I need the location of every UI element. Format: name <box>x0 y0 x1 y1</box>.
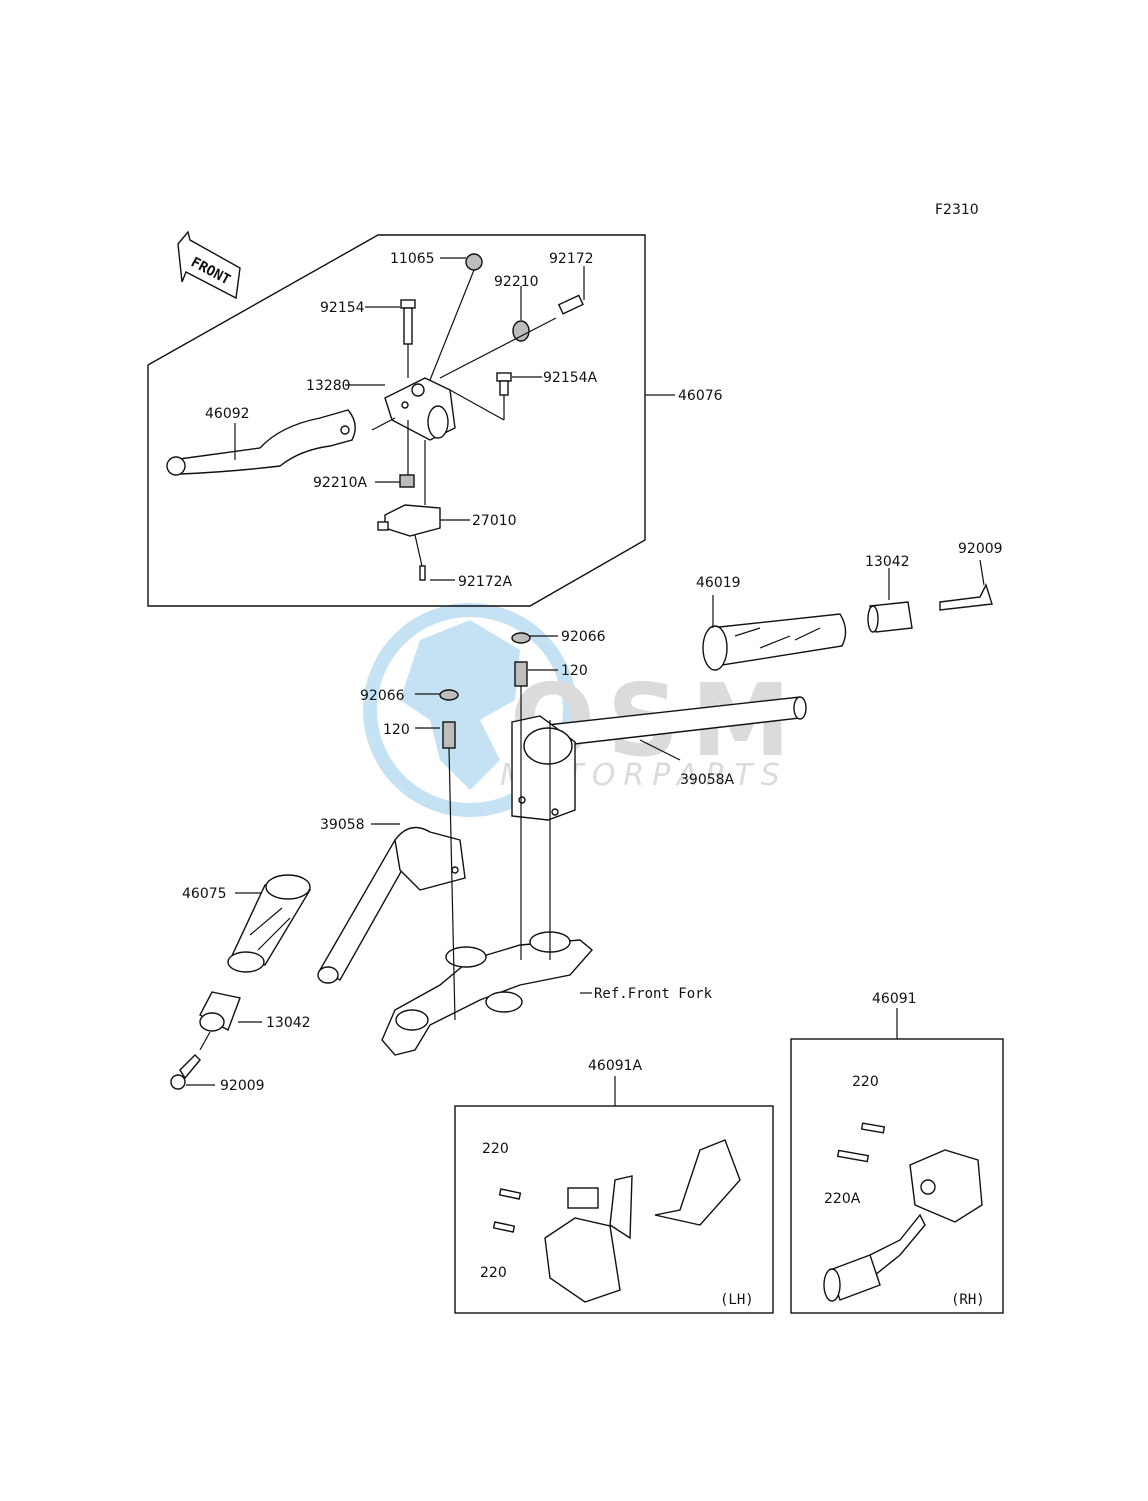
label-46075: 46075 <box>182 886 227 902</box>
bar-end-screw-left <box>170 1054 201 1090</box>
label-27010: 27010 <box>472 513 517 529</box>
washer-92066-b <box>439 689 459 701</box>
screw-92172A <box>419 565 426 581</box>
label-92154A: 92154A <box>543 370 598 386</box>
label-120-a: 120 <box>561 663 588 679</box>
label-rh-220A: 220A <box>824 1191 861 1207</box>
label-lh: (LH) <box>720 1292 754 1308</box>
label-92154: 92154 <box>320 300 365 316</box>
part-labels: 11065 92172 92210 92154 13280 92154A 460… <box>182 251 1003 1308</box>
left-handlebar <box>317 826 466 984</box>
label-92009-right: 92009 <box>958 541 1003 557</box>
right-grip <box>702 613 847 671</box>
left-grip <box>227 874 312 973</box>
label-46092: 46092 <box>205 406 250 422</box>
bolt-120-b <box>442 721 456 749</box>
front-arrow-icon: FRONT <box>177 230 241 300</box>
clamp-leader-lines <box>371 559 985 1021</box>
nut-92210A <box>399 474 415 488</box>
label-120-b: 120 <box>383 722 410 738</box>
label-46019: 46019 <box>696 575 741 591</box>
rh-switch-housing <box>823 1122 983 1302</box>
label-rh-220: 220 <box>852 1074 879 1090</box>
label-46076: 46076 <box>678 388 723 404</box>
screw-92172 <box>557 294 584 315</box>
label-92210A: 92210A <box>313 475 368 491</box>
cap-11065 <box>465 253 483 271</box>
clutch-lever <box>166 409 356 476</box>
left-grip-leader-lines <box>186 892 262 1086</box>
switch-27010 <box>377 504 441 537</box>
label-ref-front-fork: Ref.Front Fork <box>594 986 713 1002</box>
label-39058A: 39058A <box>680 772 735 788</box>
label-13042-right: 13042 <box>865 554 910 570</box>
label-46091A: 46091A <box>588 1058 643 1074</box>
label-13280: 13280 <box>306 378 351 394</box>
bar-end-weight-left <box>199 991 241 1032</box>
label-92172A: 92172A <box>458 574 513 590</box>
clutch-assembly-outline <box>147 234 646 607</box>
label-11065: 11065 <box>390 251 435 267</box>
right-handlebar <box>511 696 807 821</box>
label-92172: 92172 <box>549 251 594 267</box>
label-rh: (RH) <box>951 1292 985 1308</box>
label-92210: 92210 <box>494 274 539 290</box>
label-13042-left: 13042 <box>266 1015 311 1031</box>
lh-switch-housing <box>492 1139 741 1303</box>
label-39058: 39058 <box>320 817 365 833</box>
label-92066-a: 92066 <box>561 629 606 645</box>
top-triple-clamp <box>381 931 594 1056</box>
washer-92066-a <box>511 632 531 644</box>
label-92009-left: 92009 <box>220 1078 265 1094</box>
figure-code: F2310 <box>935 202 979 218</box>
label-92066-b: 92066 <box>360 688 405 704</box>
watermark-globe-icon <box>363 603 577 817</box>
label-lh-220-top: 220 <box>482 1141 509 1157</box>
bolt-92154A <box>496 372 512 396</box>
bar-end-weight-right <box>867 601 913 633</box>
washer-92210 <box>512 320 530 342</box>
bar-end-screw-right <box>939 583 993 611</box>
bolt-92154 <box>400 299 416 345</box>
label-lh-220-bottom: 220 <box>480 1265 507 1281</box>
lh-switch-box <box>454 1105 774 1314</box>
clutch-leader-lines <box>234 257 675 581</box>
watermark-continents <box>400 620 520 790</box>
clutch-holder <box>384 377 456 441</box>
bolt-120-a <box>514 661 528 687</box>
label-46091: 46091 <box>872 991 917 1007</box>
